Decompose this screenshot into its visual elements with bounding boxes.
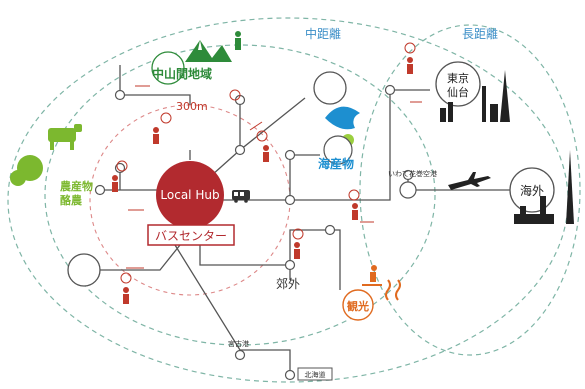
mountain-area-node: [151, 51, 185, 85]
overseas-label: 海外: [520, 183, 544, 198]
overseas-skyline-icon: [514, 150, 574, 224]
person-icon-2: [153, 127, 159, 144]
info-icon-6: [348, 189, 360, 201]
long-distance-zone-ellipse: [359, 24, 581, 356]
tokyo-label: 東京: [447, 71, 469, 85]
info-icon-5: [116, 160, 128, 172]
direction-arrows: [126, 85, 422, 269]
mountain-area-label: 中山間地域: [152, 66, 212, 81]
person-icon-3: [263, 145, 269, 162]
tokyo-sendai-node: [435, 61, 481, 107]
radius-300m-label: 300m: [176, 100, 208, 113]
info-icon-4: [256, 130, 268, 142]
local-hub-label: Local Hub: [160, 188, 219, 202]
network-lines: [100, 65, 510, 375]
info-icon-1: [404, 42, 416, 54]
seafood-node: [323, 135, 353, 165]
empty-node-top: [313, 71, 347, 105]
bus-center-box: [147, 224, 235, 246]
sendai-label: 仙台: [447, 85, 469, 99]
onsen-icon: [385, 279, 401, 301]
long-distance-label: 長距離: [462, 27, 498, 41]
info-icon-3: [229, 89, 241, 101]
cow-icon: [48, 124, 82, 150]
hokkaido-label: 北海道: [305, 370, 326, 379]
person-icon-4: [112, 175, 118, 192]
middle-distance-label: 中距離: [305, 26, 341, 41]
airplane-icon: [448, 172, 491, 190]
person-icon-7: [123, 287, 129, 304]
local-hub-node: [156, 161, 224, 229]
info-icon-2: [160, 112, 172, 124]
airport-label: いわて花巻空港: [388, 169, 437, 178]
mountain-icon: [185, 40, 232, 62]
tourism-node: [342, 289, 374, 321]
person-icons: [112, 57, 413, 304]
bus-center-label: バスセンター: [155, 229, 227, 243]
mountain-hiker-icon: [235, 31, 241, 50]
tourism-label: 観光: [347, 299, 369, 313]
agriculture-label-2: 酪農: [60, 193, 83, 207]
vegetable-icon: [10, 155, 43, 186]
agriculture-label-1: 農産物: [60, 179, 93, 193]
info-icon-7: [292, 228, 304, 240]
skier-icon: [362, 265, 382, 286]
info-icon-8: [120, 272, 132, 284]
suburb-label: 郊外: [276, 277, 300, 291]
person-icon-1: [407, 57, 413, 74]
seafood-label: 海産物: [318, 156, 354, 171]
info-icons: [116, 42, 416, 284]
airport-node: [399, 181, 417, 199]
miyako-port-label: 宮古港: [228, 339, 249, 348]
bus-icon: [232, 190, 250, 203]
skyline-icon: [440, 70, 510, 122]
junction-nodes: [94, 84, 414, 381]
person-icon-6: [294, 242, 300, 259]
empty-node-left: [67, 253, 101, 287]
middle-zone-ellipse: [44, 44, 436, 346]
hokkaido-box: [297, 367, 333, 381]
person-icon-5: [352, 203, 358, 220]
